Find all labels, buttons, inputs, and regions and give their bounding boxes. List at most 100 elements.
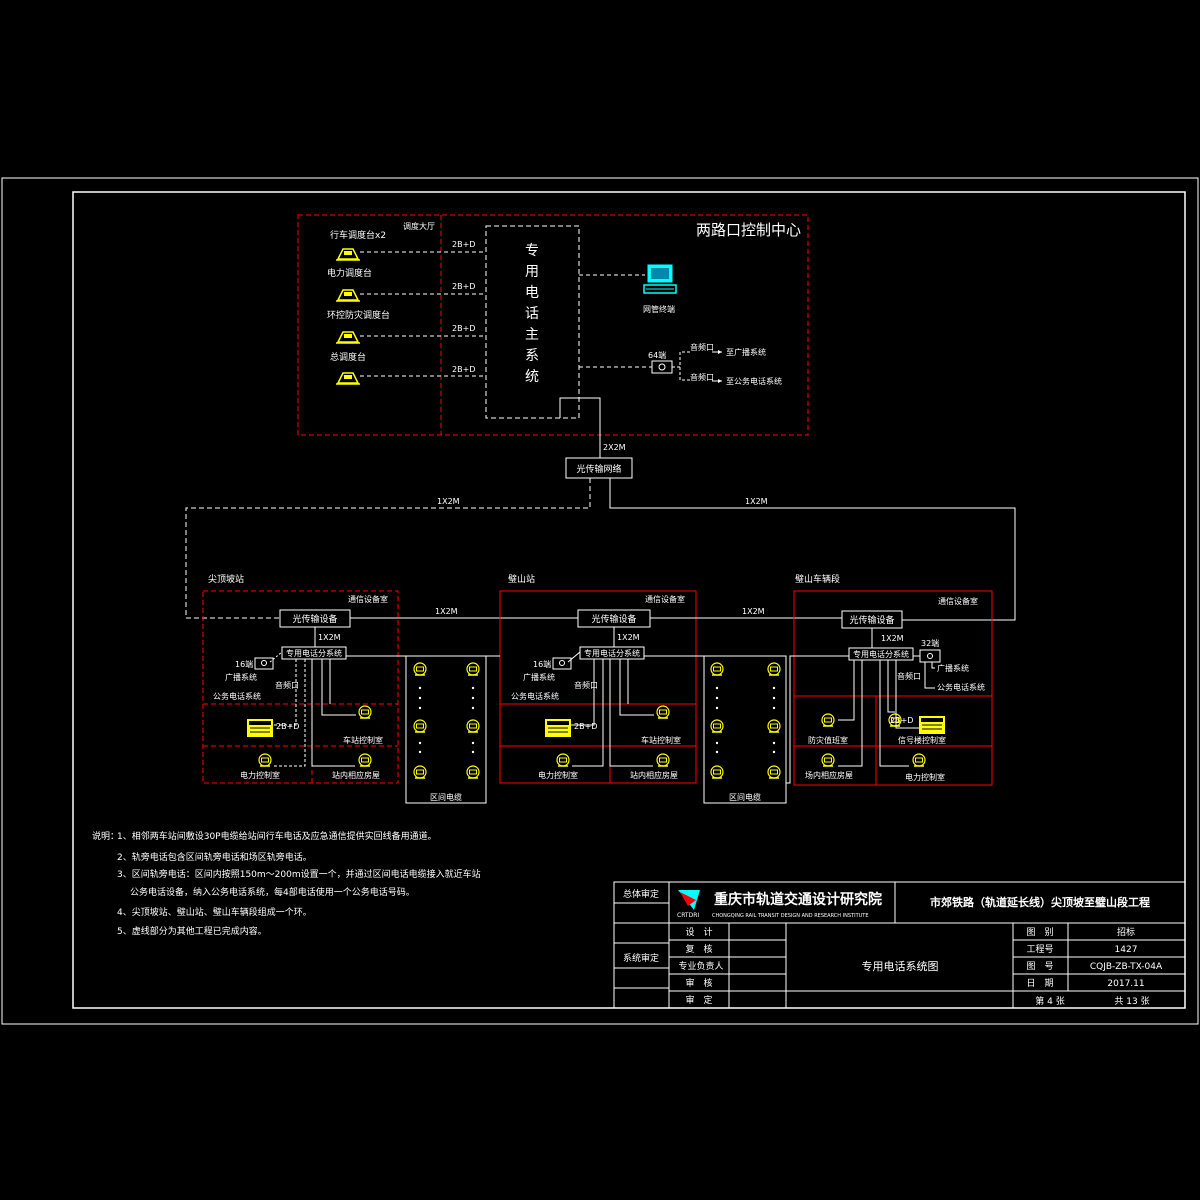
room-2: 场内相应房屋 <box>805 770 853 780</box>
audio-port-label: 音频口 <box>897 671 921 681</box>
field-value-0: 招标 <box>1117 926 1135 938</box>
port-handset-icon <box>658 363 666 371</box>
institute-name-en: CHONGQING RAIL TRANSIT DESIGN AND RESEAR… <box>712 913 869 919</box>
keypad-console-icon <box>246 718 274 738</box>
role-2: 专业负责人 <box>678 960 723 972</box>
note-4: 4、尖顶坡站、璧山站、璧山车辆段组成一个环。 <box>117 906 312 918</box>
phone-icon <box>821 713 835 727</box>
room-label: 通信设备室 <box>645 594 685 604</box>
note-2: 2、轨旁电话包含区间轨旁电话和场区轨旁电话。 <box>117 851 312 863</box>
transmission-label: 光传输设备 <box>849 614 894 626</box>
ring-right-label: 1X2M <box>745 497 768 506</box>
role-3: 审 核 <box>685 977 712 989</box>
station-name: 璧山车辆段 <box>795 573 840 585</box>
institute-abbr: CRTDRI <box>677 912 699 919</box>
dispatch-hall-label: 调度大厅 <box>403 221 435 231</box>
console-link-2: 2B+D <box>452 324 475 333</box>
phone-icon <box>710 719 724 733</box>
phone-icon <box>767 662 781 676</box>
field-value-1: 1427 <box>1115 945 1138 955</box>
transmission-label: 光传输设备 <box>591 613 636 625</box>
to-broadcast: 至广播系统 <box>726 347 766 357</box>
link-label: 1X2M <box>617 633 640 642</box>
port-handset-icon <box>559 660 565 666</box>
transmission-label: 光传输设备 <box>292 613 337 625</box>
link-label: 1X2M <box>318 633 341 642</box>
cable-box-1: 区间电缆 <box>405 655 487 804</box>
dispatch-console-icon <box>335 372 361 385</box>
transmission-network-label: 光传输网络 <box>576 463 621 475</box>
phone-icon <box>413 719 427 733</box>
terminal-label: 网管终端 <box>643 304 675 314</box>
main-system-box <box>485 225 580 419</box>
phone-icon <box>821 753 835 767</box>
station-jiandingpo: 尖顶坡站 通信设备室 光传输设备 1X2M 专用电话分系统 16端 广播系统 音… <box>202 573 470 784</box>
phone-icon <box>413 765 427 779</box>
phone-icon <box>358 705 372 719</box>
institute-logo-icon <box>678 890 700 910</box>
phone-icon <box>466 765 480 779</box>
keypad-console-icon <box>544 718 572 738</box>
room-label: 通信设备室 <box>348 594 388 604</box>
arrow-icon <box>718 350 722 354</box>
review-system: 系统审定 <box>623 952 659 964</box>
uplink-label: 2X2M <box>603 443 626 452</box>
room-0: 防灾值班室 <box>808 735 848 745</box>
room-1: 电力控制室 <box>538 770 578 780</box>
field-label-3: 日 期 <box>1026 978 1053 989</box>
to-public-phone: 至公务电话系统 <box>726 376 782 386</box>
console-row-3: 总调度台 2B+D <box>330 351 486 385</box>
note-3: 3、区间轨旁电话：区间内按照150m～200m设置一个，并通过区间电话电缆接入就… <box>117 868 481 880</box>
room-0: 车站控制室 <box>641 735 681 745</box>
sheet-number: 第 4 张 <box>1035 995 1064 1007</box>
phone-icon <box>767 765 781 779</box>
phone-icon <box>466 662 480 676</box>
phone-icon <box>656 753 670 767</box>
console-link: 2B+D <box>574 722 597 731</box>
console-link: 2B+D <box>890 716 913 725</box>
notes-prefix: 说明： <box>92 830 119 842</box>
public-phone-label: 公务电话系统 <box>511 691 559 701</box>
notes: 说明： 1、相邻两车站间敷设30P电缆给站间行车电话及应急通信提供实回线备用通道… <box>92 830 481 937</box>
phone-icon <box>358 753 372 767</box>
room-label: 通信设备室 <box>938 596 978 606</box>
ports-label: 16端 <box>533 659 551 669</box>
cable-label: 区间电缆 <box>729 792 761 802</box>
station-name: 尖顶坡站 <box>208 573 244 585</box>
console-row-2: 环控防灾调度台 2B+D <box>327 309 486 344</box>
drawing-title: 专用电话系统图 <box>862 959 939 973</box>
note-1: 1、相邻两车站间敷设30P电缆给站间行车电话及应急通信提供实回线备用通道。 <box>117 830 437 842</box>
sheet-total: 共 13 张 <box>1114 996 1149 1007</box>
public-phone-label: 公务电话系统 <box>937 682 985 692</box>
ring-right <box>609 478 1016 621</box>
dispatch-console-icon <box>335 248 361 261</box>
control-center-title: 两路口控制中心 <box>696 221 801 239</box>
broadcast-label: 广播系统 <box>523 672 555 682</box>
subsystem-label: 专用电话分系统 <box>286 648 342 658</box>
phone-icon <box>466 719 480 733</box>
station-bishan-depot: 璧山车辆段 通信设备室 光传输设备 1X2M 专用电话分系统 32端 广播系统 … <box>786 573 993 786</box>
arrow-icon <box>718 379 722 383</box>
ring-left-label: 1X2M <box>437 497 460 506</box>
outer-frame <box>1 177 1199 1025</box>
console-link: 2B+D <box>276 722 299 731</box>
dispatch-console-icon <box>335 331 361 344</box>
phone-icon <box>258 753 272 767</box>
field-label-0: 图 别 <box>1026 927 1053 938</box>
audio-port-2: 音频口 <box>690 372 714 382</box>
review-total: 总体审定 <box>623 888 659 900</box>
title-block <box>613 881 1186 1009</box>
phone-icon <box>413 662 427 676</box>
console-link-1: 2B+D <box>452 282 475 291</box>
port-handset-icon <box>261 660 267 666</box>
link-label: 1X2M <box>881 634 904 643</box>
keypad-console-icon <box>918 715 946 735</box>
inner-frame <box>72 191 1186 1009</box>
console-label-0: 行车调度台x2 <box>330 229 386 241</box>
project-name: 市郊铁路（轨道延长线）尖顶坡至璧山段工程 <box>930 895 1150 909</box>
port-count: 64端 <box>648 350 666 360</box>
room-0: 车站控制室 <box>343 735 383 745</box>
computer-icon <box>643 264 677 294</box>
ports-label: 32端 <box>921 638 939 648</box>
